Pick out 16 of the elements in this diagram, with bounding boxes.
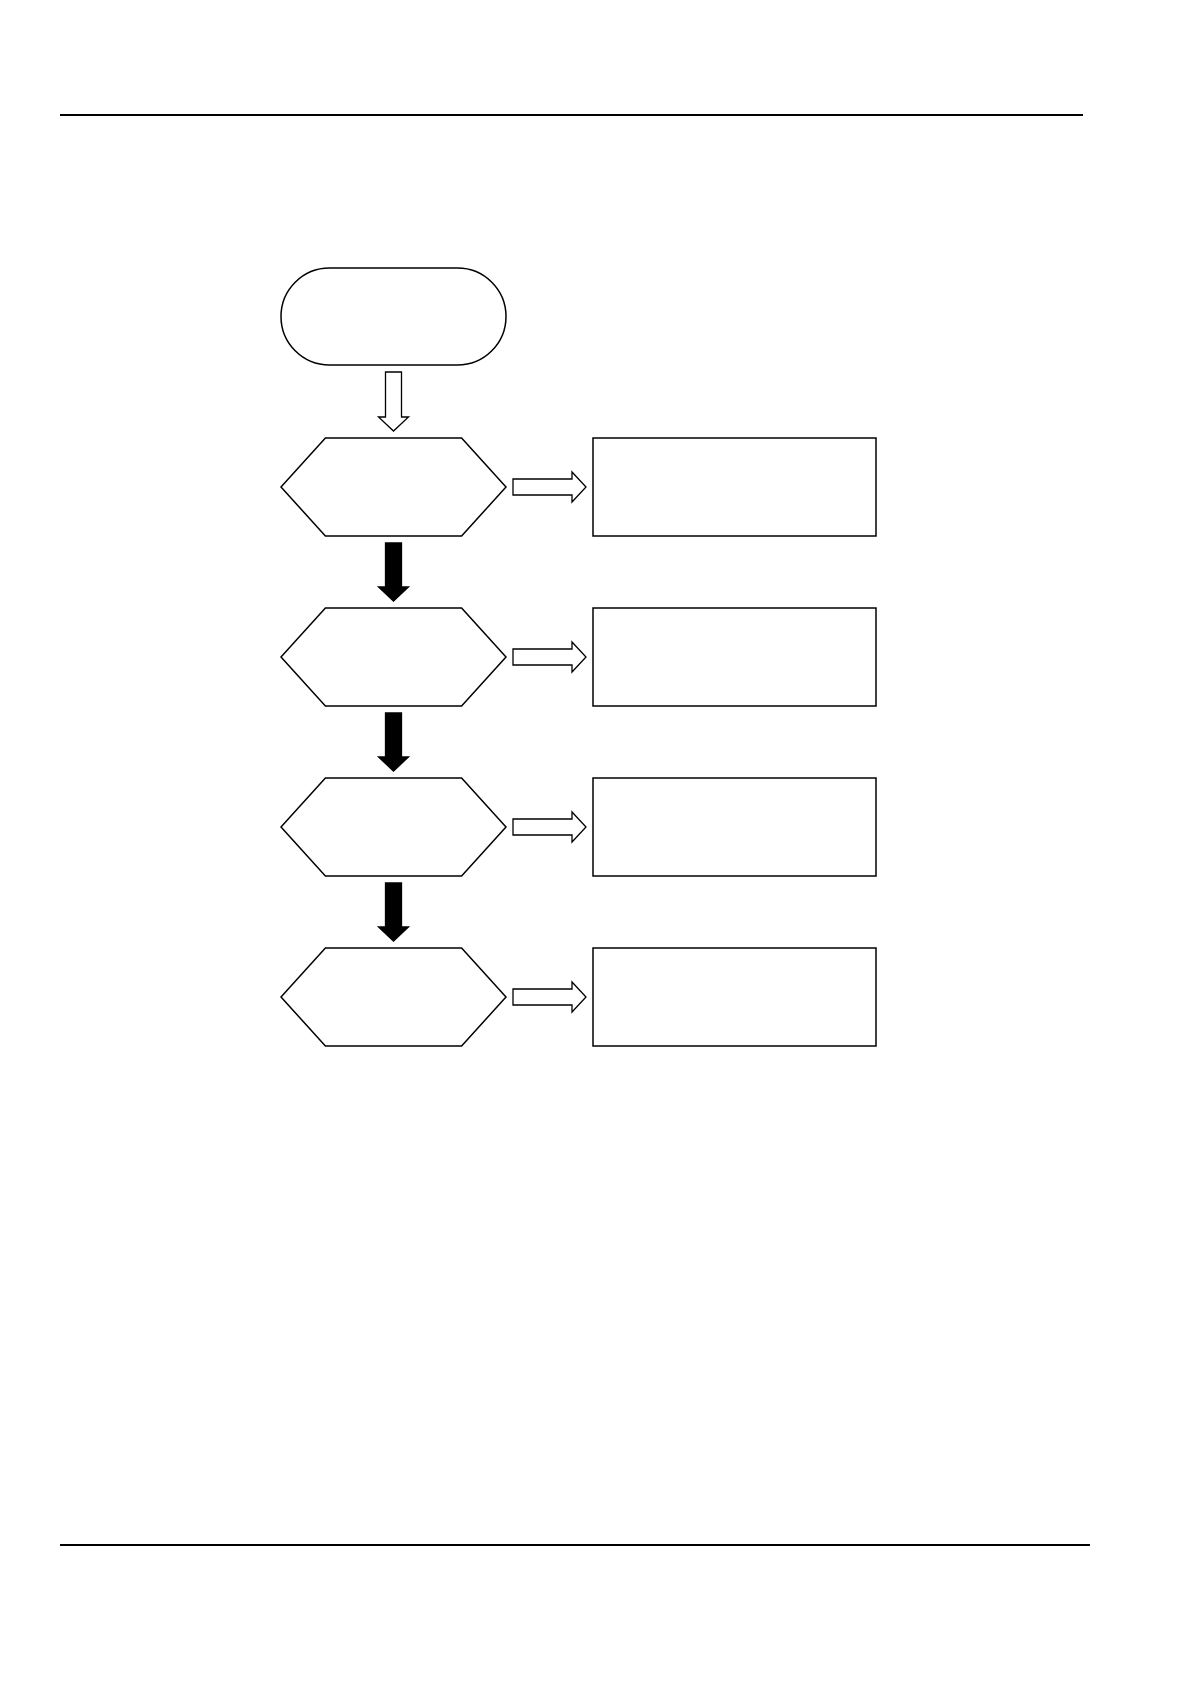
- hexagon-shape: [280, 777, 507, 877]
- block-arrow: [376, 882, 411, 942]
- process-box: [592, 437, 877, 537]
- block-arrow: [512, 810, 587, 844]
- process-box: [592, 607, 877, 707]
- block-arrow: [376, 542, 411, 602]
- block-arrow: [376, 371, 411, 432]
- block-arrow: [512, 640, 587, 674]
- process-box: [592, 947, 877, 1047]
- hexagon-shape: [280, 607, 507, 707]
- block-arrow: [512, 980, 587, 1014]
- process-box: [592, 777, 877, 877]
- hexagon-shape: [280, 437, 507, 537]
- block-arrow: [376, 712, 411, 772]
- hexagon-shape: [280, 947, 507, 1047]
- block-arrow: [512, 470, 587, 504]
